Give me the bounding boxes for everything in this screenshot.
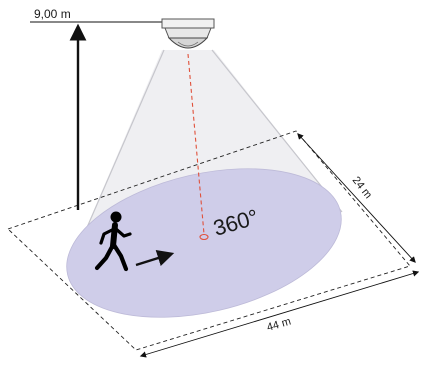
length-dimension-line (139, 270, 420, 358)
center-beam (187, 53, 205, 235)
direction-arrow-icon (135, 250, 175, 267)
floor-outline (7, 130, 411, 351)
length-label: 44 m (266, 316, 293, 334)
width-dimension-line (297, 133, 416, 263)
height-label: 9,00 m (34, 7, 71, 21)
center-marker (199, 233, 209, 241)
ceiling-sensor-icon (161, 18, 215, 49)
walking-person-icon (94, 211, 132, 272)
width-label: 24 m (350, 174, 375, 201)
